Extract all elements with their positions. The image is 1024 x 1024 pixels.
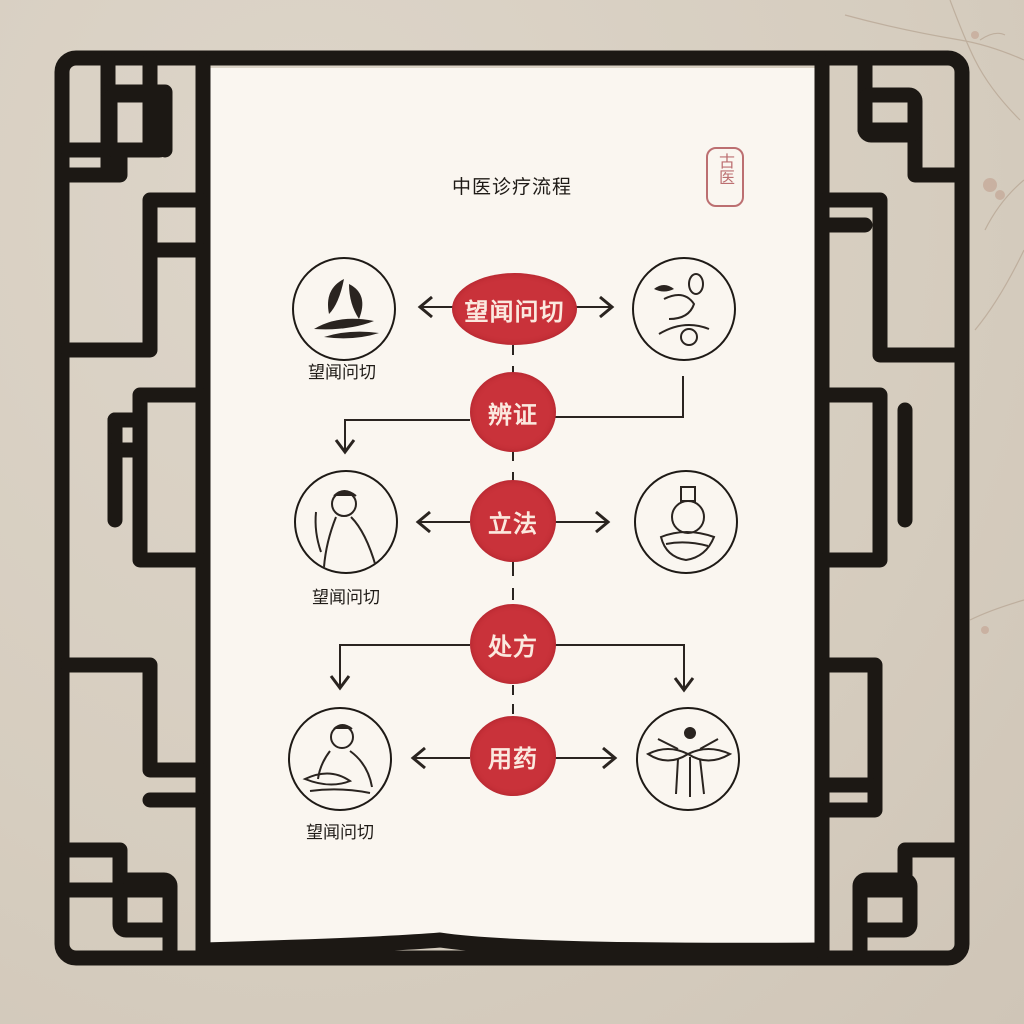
step-label: 辨证	[488, 399, 538, 429]
step-node-bianzheng[interactable]: 辨证	[470, 372, 556, 452]
step-label: 用药	[488, 743, 538, 773]
step-label: 望闻问切	[464, 296, 565, 326]
icon-caption: 望闻问切	[312, 588, 380, 608]
step-node-wangwenwenqie[interactable]: 望闻问切	[452, 273, 577, 345]
icon-caption: 望闻问切	[306, 823, 374, 843]
seal-text: 古医	[716, 153, 735, 185]
page-title: 中医诊疗流程	[451, 176, 572, 198]
step-label: 立法	[488, 508, 538, 538]
icon-caption: 望闻问切	[308, 363, 376, 383]
physician-portrait-icon	[294, 470, 398, 574]
step-node-lifa[interactable]: 立法	[470, 480, 556, 562]
lotus-leaf-icon	[292, 257, 396, 361]
step-node-chufang[interactable]: 处方	[470, 604, 556, 684]
step-node-yongyao[interactable]: 用药	[470, 716, 556, 796]
physician-reading-icon	[288, 707, 392, 811]
herbal-leaves-icon	[636, 707, 740, 811]
step-label: 处方	[488, 631, 538, 661]
seated-sage-icon	[634, 470, 738, 574]
herb-mortar-icon	[632, 257, 736, 361]
seal-stamp: 古医	[706, 147, 744, 207]
